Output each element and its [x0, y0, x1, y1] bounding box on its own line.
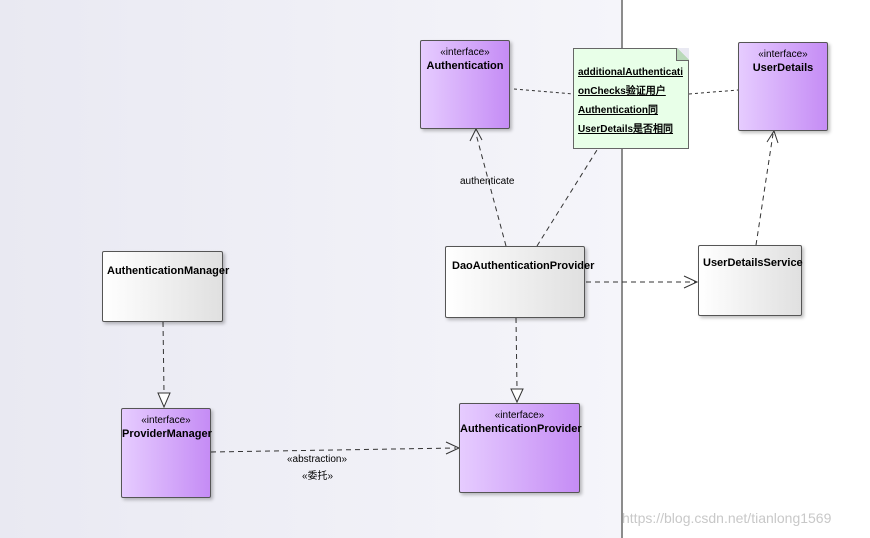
edge-userdetailsservice-to-userdetails [755, 133, 774, 246]
class-name: AuthenticationManager [107, 265, 230, 277]
providermanager-interface-box[interactable]: «interface» ProviderManager [121, 408, 212, 498]
note-line: additionalAuthenticati [578, 67, 683, 78]
class-name: DaoAuthenticationProvider [452, 260, 595, 272]
authentication-interface-box[interactable]: «interface» Authentication [420, 40, 510, 129]
class-name: AuthenticationProvider [460, 423, 582, 435]
note-line: UserDetails是否相同 [578, 124, 674, 135]
delegate-edge-label: «委托» [302, 471, 334, 482]
open-arrow-head [766, 129, 779, 144]
open-arrow-head [469, 127, 483, 142]
authenticate-edge-label: authenticate [460, 176, 515, 187]
note-line: Authentication同 [578, 105, 658, 116]
comment-note[interactable]: additionalAuthenticati onChecks验证用户 Auth… [573, 48, 689, 149]
stereotype-label: «interface» [758, 49, 808, 60]
authenticationprovider-interface-box[interactable]: «interface» AuthenticationProvider [459, 403, 582, 493]
class-name: UserDetailsService [703, 257, 803, 269]
class-name: UserDetails [752, 62, 814, 74]
hollow-triangle-arrow-head [157, 392, 171, 409]
daoauthenticationprovider-class-box[interactable]: DaoAuthenticationProvider [445, 246, 595, 318]
class-name: ProviderManager [122, 428, 212, 440]
class-name: Authentication [426, 60, 504, 72]
watermark-text: https://blog.csdn.net/tianlong1569 [622, 510, 832, 526]
edge-dao-to-authenticationprovider [515, 317, 518, 390]
edge-dao-to-authentication [475, 133, 507, 247]
note-fold-corner [676, 48, 689, 61]
stereotype-label: «interface» [494, 410, 545, 421]
edge-authmanager-to-providermanager [162, 321, 165, 394]
authenticationmanager-class-box[interactable]: AuthenticationManager [102, 251, 230, 322]
edge-authentication-to-note [513, 88, 574, 95]
abstraction-edge-label: «abstraction» [287, 454, 348, 465]
edge-note-to-userdetails [688, 89, 739, 95]
hollow-triangle-arrow-head [510, 388, 524, 404]
note-line: onChecks验证用户 [578, 86, 666, 97]
stereotype-label: «interface» [440, 47, 490, 58]
edge-dao-to-note [536, 149, 598, 247]
stereotype-label: «interface» [141, 415, 191, 426]
edge-providermanager-to-authenticationprovider [210, 447, 457, 453]
open-arrow-head [683, 275, 699, 289]
userdetails-interface-box[interactable]: «interface» UserDetails [738, 42, 828, 131]
userdetailsservice-class-box[interactable]: UserDetailsService [698, 245, 803, 316]
swimlane-divider [621, 0, 623, 538]
